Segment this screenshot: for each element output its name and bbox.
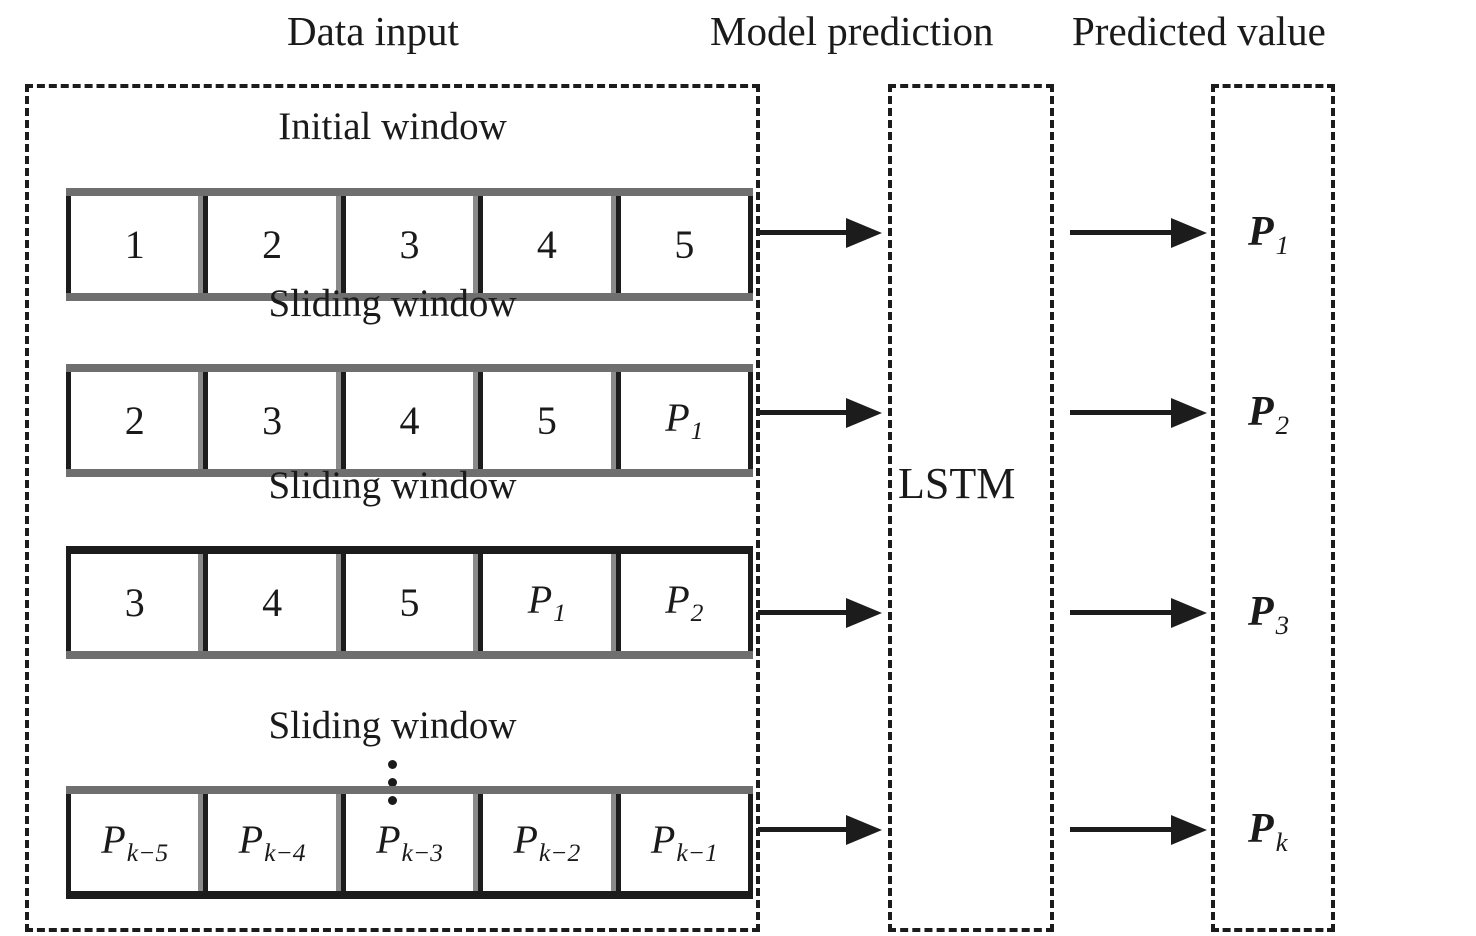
- window-row-0: 1 2 3 4 5: [66, 188, 754, 301]
- window-title-2: Sliding window: [268, 464, 517, 507]
- math-sub: 3: [1275, 609, 1290, 640]
- window-title-0: Initial window: [278, 105, 507, 148]
- window-title-1: Sliding window: [268, 282, 517, 325]
- window-row-3: Pk−5 Pk−4 Pk−3 Pk−2 Pk−1: [66, 786, 754, 899]
- prediction-value-1: P2: [1248, 391, 1289, 438]
- prediction-value-3: Pk: [1248, 808, 1288, 855]
- window-cell: 4: [478, 196, 616, 293]
- model-panel: [888, 84, 1054, 932]
- window-cell: 5: [615, 196, 754, 293]
- arrow-model-to-prediction-0: [1070, 216, 1210, 250]
- predicted-value-panel: [1211, 84, 1335, 932]
- window-cell: P1: [615, 372, 754, 469]
- header-model-prediction: Model prediction: [710, 8, 994, 54]
- window-cell: 3: [66, 554, 204, 651]
- window-cell: 1: [66, 196, 204, 293]
- math-base: P: [665, 394, 690, 440]
- window-cell: Pk−1: [615, 794, 754, 891]
- math-base: P: [376, 816, 401, 862]
- lstm-label: LSTM: [898, 459, 1016, 508]
- window-cell: P2: [615, 554, 754, 651]
- math-base: P: [101, 816, 126, 862]
- prediction-value-2: P3: [1248, 591, 1289, 638]
- math-base: P: [650, 816, 676, 862]
- window-cell: 5: [478, 372, 616, 469]
- math-base: P: [1248, 589, 1274, 635]
- window-row-1: 2 3 4 5 P1: [66, 364, 754, 477]
- math-sub: k: [1275, 826, 1288, 857]
- math-sub: 1: [553, 597, 567, 627]
- math-base: P: [1248, 209, 1274, 255]
- window-cell: Pk−5: [66, 794, 204, 891]
- arrow-input-to-model-0: [758, 216, 884, 250]
- window-cell: 3: [203, 372, 341, 469]
- data-input-panel: Initial window 1 2 3 4 5 Sliding window …: [25, 84, 760, 932]
- window-cell: Pk−4: [203, 794, 341, 891]
- window-cell: 2: [203, 196, 341, 293]
- math-sub: k−4: [264, 837, 306, 867]
- vertical-ellipsis-icon: [29, 760, 756, 814]
- math-sub: k−1: [676, 837, 718, 867]
- math-base: P: [513, 816, 538, 862]
- arrow-model-to-prediction-1: [1070, 396, 1210, 430]
- math-base: P: [527, 576, 553, 622]
- arrow-input-to-model-1: [758, 396, 884, 430]
- math-base: P: [238, 816, 264, 862]
- prediction-value-0: P1: [1248, 211, 1289, 258]
- window-row-2: 3 4 5 P1 P2: [66, 546, 754, 659]
- math-sub: k−2: [538, 837, 581, 867]
- window-cell: 4: [340, 372, 479, 469]
- window-cell: Pk−3: [340, 794, 479, 891]
- math-base: P: [665, 576, 690, 622]
- arrow-model-to-prediction-2: [1070, 596, 1210, 630]
- math-sub: k−3: [401, 837, 443, 867]
- math-sub: 1: [690, 415, 704, 445]
- window-cell: 3: [340, 196, 479, 293]
- header-predicted-value: Predicted value: [1072, 8, 1326, 54]
- math-base: P: [1248, 806, 1274, 852]
- window-cell: Pk−2: [478, 794, 616, 891]
- math-sub: 2: [690, 597, 704, 627]
- arrow-model-to-prediction-3: [1070, 813, 1210, 847]
- window-cell: P1: [478, 554, 616, 651]
- window-title-3: Sliding window: [268, 704, 517, 747]
- window-cell: 5: [340, 554, 479, 651]
- math-sub: 2: [1275, 409, 1290, 440]
- arrow-input-to-model-2: [758, 596, 884, 630]
- arrow-input-to-model-3: [758, 813, 884, 847]
- window-cell: 4: [203, 554, 341, 651]
- header-data-input: Data input: [287, 8, 459, 54]
- window-cell: 2: [66, 372, 204, 469]
- math-base: P: [1248, 389, 1274, 435]
- math-sub: 1: [1275, 229, 1290, 260]
- math-sub: k−5: [126, 837, 169, 867]
